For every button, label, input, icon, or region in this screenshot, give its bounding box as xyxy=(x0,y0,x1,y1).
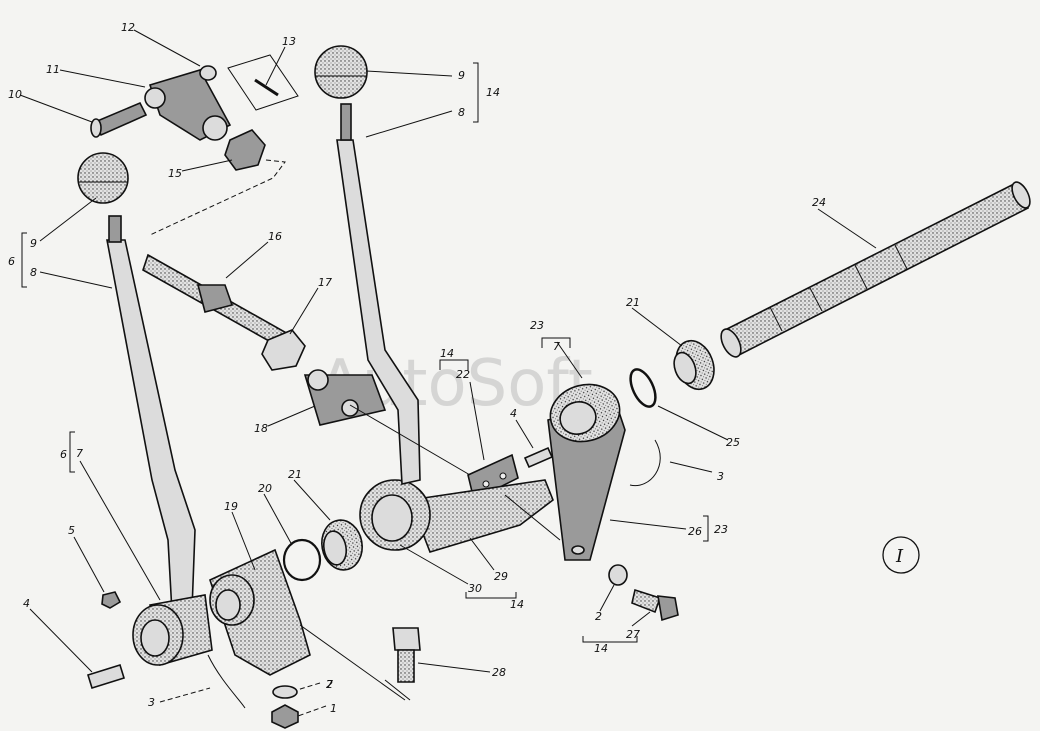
callout-23-top: 23 xyxy=(530,319,544,332)
part-10-pin xyxy=(90,101,148,138)
callout-7-left: 7 xyxy=(76,447,83,460)
callout-15: 15 xyxy=(168,167,182,180)
view-label-text: I xyxy=(895,546,904,567)
callout-6-upper: 6 xyxy=(8,255,15,268)
part-4-key-right xyxy=(523,446,554,469)
part-29-30-lever-hub xyxy=(359,479,554,553)
part-21-bushing-right xyxy=(673,339,715,391)
part-21-bushing-left xyxy=(321,519,363,571)
callout-4-left: 4 xyxy=(23,597,30,610)
grouping-brackets xyxy=(21,62,709,643)
callout-8-right: 8 xyxy=(458,106,465,119)
callout-9-left: 9 xyxy=(30,237,37,250)
callout-23-right: 23 xyxy=(714,523,728,536)
part-9-knob-right xyxy=(314,45,368,99)
callout-11: 11 xyxy=(46,63,60,76)
callout-14-bottom: 14 xyxy=(594,642,608,655)
callout-labels: 1 2 2 3 3 3 4 4 5 6 6 7 7 7 8 8 9 9 10 1… xyxy=(8,21,826,715)
callout-21-right: 21 xyxy=(626,296,640,309)
part-5-nut xyxy=(101,591,122,609)
callout-5: 5 xyxy=(68,524,75,537)
callout-25: 25 xyxy=(726,436,740,449)
part-1-nut xyxy=(271,704,299,729)
callout-28: 28 xyxy=(492,666,506,679)
callout-7-right: 7 xyxy=(553,340,560,353)
callout-2-right: 2 xyxy=(595,610,602,623)
callout-1: 1 xyxy=(330,702,337,715)
part-15-nut xyxy=(224,129,266,171)
callout-7-bottom: 7 xyxy=(326,678,333,691)
callout-6-lower: 6 xyxy=(60,448,67,461)
part-2-washer-bottom xyxy=(272,685,298,699)
part-13-split-pin xyxy=(227,54,299,111)
callout-13: 13 xyxy=(282,35,296,48)
leader-lines xyxy=(19,29,877,717)
callout-4-right: 4 xyxy=(510,407,517,420)
callout-20: 20 xyxy=(258,482,272,495)
part-12-washer xyxy=(199,65,217,81)
part-11-fork xyxy=(144,69,232,141)
callout-19: 19 xyxy=(224,500,238,513)
callout-16: 16 xyxy=(268,230,282,243)
callout-3-left: 3 xyxy=(148,696,155,709)
part-9-knob-left xyxy=(77,152,129,204)
part-18-clevis xyxy=(303,369,387,426)
callout-2-bottom: 2 xyxy=(326,678,333,691)
callout-14-top: 14 xyxy=(486,86,500,99)
callout-27: 27 xyxy=(626,628,640,641)
callout-21-left: 21 xyxy=(288,468,302,481)
part-7-hub-left xyxy=(132,594,213,667)
part-20-ring xyxy=(282,538,322,582)
part-4-key-left xyxy=(87,663,125,690)
callout-17: 17 xyxy=(318,276,332,289)
part-2-washer-right xyxy=(608,564,628,586)
callout-14-mid: 14 xyxy=(440,347,454,360)
callout-12: 12 xyxy=(121,21,135,34)
callout-3-right: 3 xyxy=(717,470,724,483)
part-27-bolt xyxy=(631,588,679,622)
view-label: I xyxy=(882,536,920,574)
callout-29: 29 xyxy=(494,570,508,583)
part-16-threaded-rod xyxy=(142,253,291,352)
callout-14-lower: 14 xyxy=(510,598,524,611)
part-19-bracket xyxy=(209,548,311,676)
callout-9-right: 9 xyxy=(458,69,465,82)
callout-30: 30 xyxy=(468,582,482,595)
callout-22: 22 xyxy=(456,368,470,381)
callout-18: 18 xyxy=(254,422,268,435)
callout-24: 24 xyxy=(812,196,826,209)
callout-8-left: 8 xyxy=(30,266,37,279)
part-25-ring xyxy=(629,368,657,408)
part-26-lever-arm xyxy=(547,383,626,561)
part-24-shaft xyxy=(720,181,1031,358)
callout-26: 26 xyxy=(688,525,702,538)
part-28-bolt xyxy=(392,627,421,683)
callout-10: 10 xyxy=(8,88,22,101)
part-8-lever-rod-right xyxy=(336,103,421,485)
